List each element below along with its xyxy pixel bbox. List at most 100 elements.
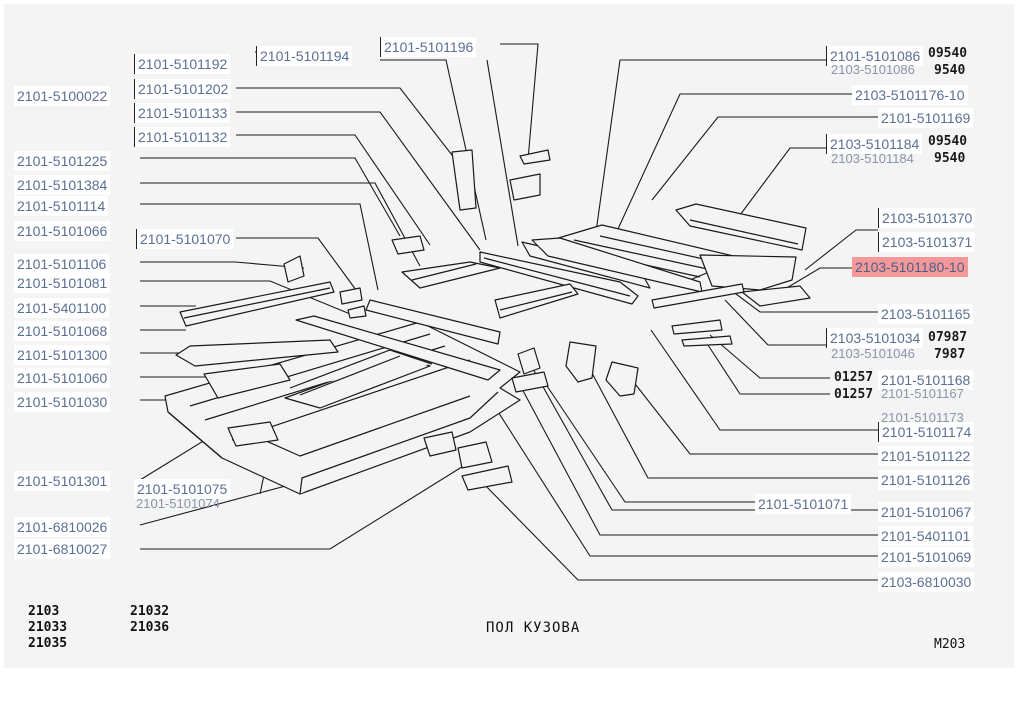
model-code: 2103	[28, 604, 60, 619]
part-number-label[interactable]: 2103-5101184	[826, 134, 923, 154]
part-number-label[interactable]: 2101-5101196	[380, 37, 477, 57]
part-number-label[interactable]: 2101-5101068	[14, 321, 111, 341]
model-code: 21035	[28, 636, 68, 651]
leader-line	[611, 93, 852, 243]
overlapped-part-label: 2103-5101086	[831, 62, 915, 77]
part-number-label[interactable]: 2101-5101069	[878, 547, 975, 567]
part-number-label[interactable]: 2101-5101169	[878, 108, 974, 128]
part-number-label[interactable]: 2101-5101086	[826, 46, 924, 66]
leader-line	[140, 464, 466, 550]
part-number-label[interactable]: 2101-5101301	[14, 471, 111, 491]
part-number-label[interactable]: 2101-5101384	[14, 175, 111, 195]
part-outline	[391, 235, 425, 255]
part-outline	[167, 333, 471, 459]
sheet-code: M203	[934, 637, 966, 652]
leader-line	[236, 111, 481, 251]
part-number-label[interactable]: 2101-5101060	[14, 368, 111, 388]
part-outline	[451, 149, 477, 211]
part-number-label[interactable]: 2101-5101122	[878, 446, 974, 466]
part-outline	[227, 421, 279, 447]
part-number-label[interactable]: 2101-6810026	[14, 517, 111, 537]
leader-line	[519, 384, 878, 536]
part-number-label[interactable]: 2101-5101075	[134, 479, 231, 499]
part-number-label[interactable]: 2101-5100022	[14, 86, 111, 106]
leader-line	[479, 479, 878, 581]
printed-reference-code: 9540	[934, 151, 966, 166]
part-outline	[671, 319, 723, 335]
part-number-label[interactable]: 2101-5101194	[256, 46, 353, 66]
part-number-label[interactable]: 2101-5101132	[134, 127, 231, 147]
model-list-right: 21032 21036	[130, 604, 169, 636]
part-number-label[interactable]: 2101-5101067	[878, 502, 975, 522]
part-number-label[interactable]: 2101-5401101	[878, 526, 974, 546]
part-number-label[interactable]: 2103-5101176-10	[852, 85, 968, 105]
part-number-label[interactable]: 2101-5101202	[134, 79, 232, 99]
part-outline	[411, 263, 477, 281]
part-outline	[531, 237, 703, 293]
leader-line	[236, 134, 431, 246]
part-number-label[interactable]: 2101-5101066	[14, 221, 111, 241]
part-number-label[interactable]: 2101-5101106	[14, 254, 110, 274]
part-number-label[interactable]: 2101-5101192	[134, 54, 231, 74]
leader-line	[584, 359, 878, 479]
leader-line	[631, 379, 878, 455]
part-number-label[interactable]: 2103-5101371	[878, 232, 976, 252]
part-outline	[183, 287, 331, 319]
leader-line	[739, 147, 826, 216]
part-outline	[605, 361, 639, 397]
printed-reference-code: 7987	[934, 347, 966, 362]
printed-reference-code: 01257	[834, 387, 874, 402]
part-outline	[339, 287, 363, 305]
part-number-label[interactable]: 2103-5101180-10	[852, 257, 968, 277]
leader-line	[804, 229, 878, 271]
leader-line	[140, 280, 356, 317]
part-outline	[423, 431, 457, 457]
overlapped-part-label: 2103-5101184	[831, 151, 914, 166]
part-number-label[interactable]: 2103-5101370	[878, 208, 976, 228]
part-number-label[interactable]: 2101-5101300	[14, 345, 111, 365]
part-outline	[741, 285, 811, 307]
part-number-label[interactable]: 2101-5101070	[136, 229, 234, 249]
part-number-label[interactable]: 2101-5101168	[878, 370, 974, 390]
part-number-label[interactable]: 2101-5101030	[14, 392, 111, 412]
leader-lines	[139, 43, 878, 581]
part-outline	[509, 173, 541, 201]
part-outline	[651, 283, 745, 309]
overlapped-part-label: 2103-5101046	[831, 346, 915, 361]
part-outline	[461, 465, 513, 491]
part-number-label[interactable]: 2103-5101165	[878, 304, 974, 324]
printed-reference-code: 01257	[834, 370, 874, 385]
diagram-title: ПОЛ КУЗОВА	[486, 620, 581, 636]
leader-line	[774, 267, 852, 296]
printed-reference-code: 07987	[928, 330, 968, 345]
model-code: 21032	[130, 604, 170, 619]
part-number-label[interactable]: 2101-5101174	[878, 422, 975, 442]
part-outline	[681, 335, 733, 347]
part-outline	[511, 371, 549, 393]
leader-line	[705, 341, 830, 395]
overlapped-part-label: 2101-5101173	[881, 410, 964, 425]
part-outline	[401, 261, 501, 289]
part-outline	[365, 299, 501, 345]
part-number-label[interactable]: 2101-5401100	[14, 298, 110, 318]
part-number-label[interactable]: 2103-5101034	[826, 328, 924, 348]
part-outline	[295, 315, 501, 381]
part-number-label[interactable]: 2101-6810027	[14, 539, 111, 559]
leader-line	[724, 299, 826, 346]
part-number-label[interactable]: 2101-5101071	[755, 494, 852, 514]
leader-line	[487, 395, 878, 557]
leader-line	[236, 237, 357, 291]
part-number-label[interactable]: 2101-5101081	[14, 273, 111, 293]
overlapped-part-label: 2101-5101167	[881, 386, 964, 401]
part-number-label[interactable]: 2101-5101225	[14, 151, 111, 171]
leader-line	[500, 43, 539, 161]
part-outline	[347, 305, 367, 319]
part-outline	[519, 149, 551, 165]
part-number-label[interactable]: 2101-5101114	[14, 196, 109, 216]
part-number-label[interactable]: 2101-5101133	[134, 103, 231, 123]
model-code: 21036	[130, 620, 170, 635]
part-number-label[interactable]: 2101-5101126	[878, 470, 974, 490]
part-number-label[interactable]: 2103-6810030	[878, 572, 975, 592]
part-outline	[565, 341, 597, 383]
